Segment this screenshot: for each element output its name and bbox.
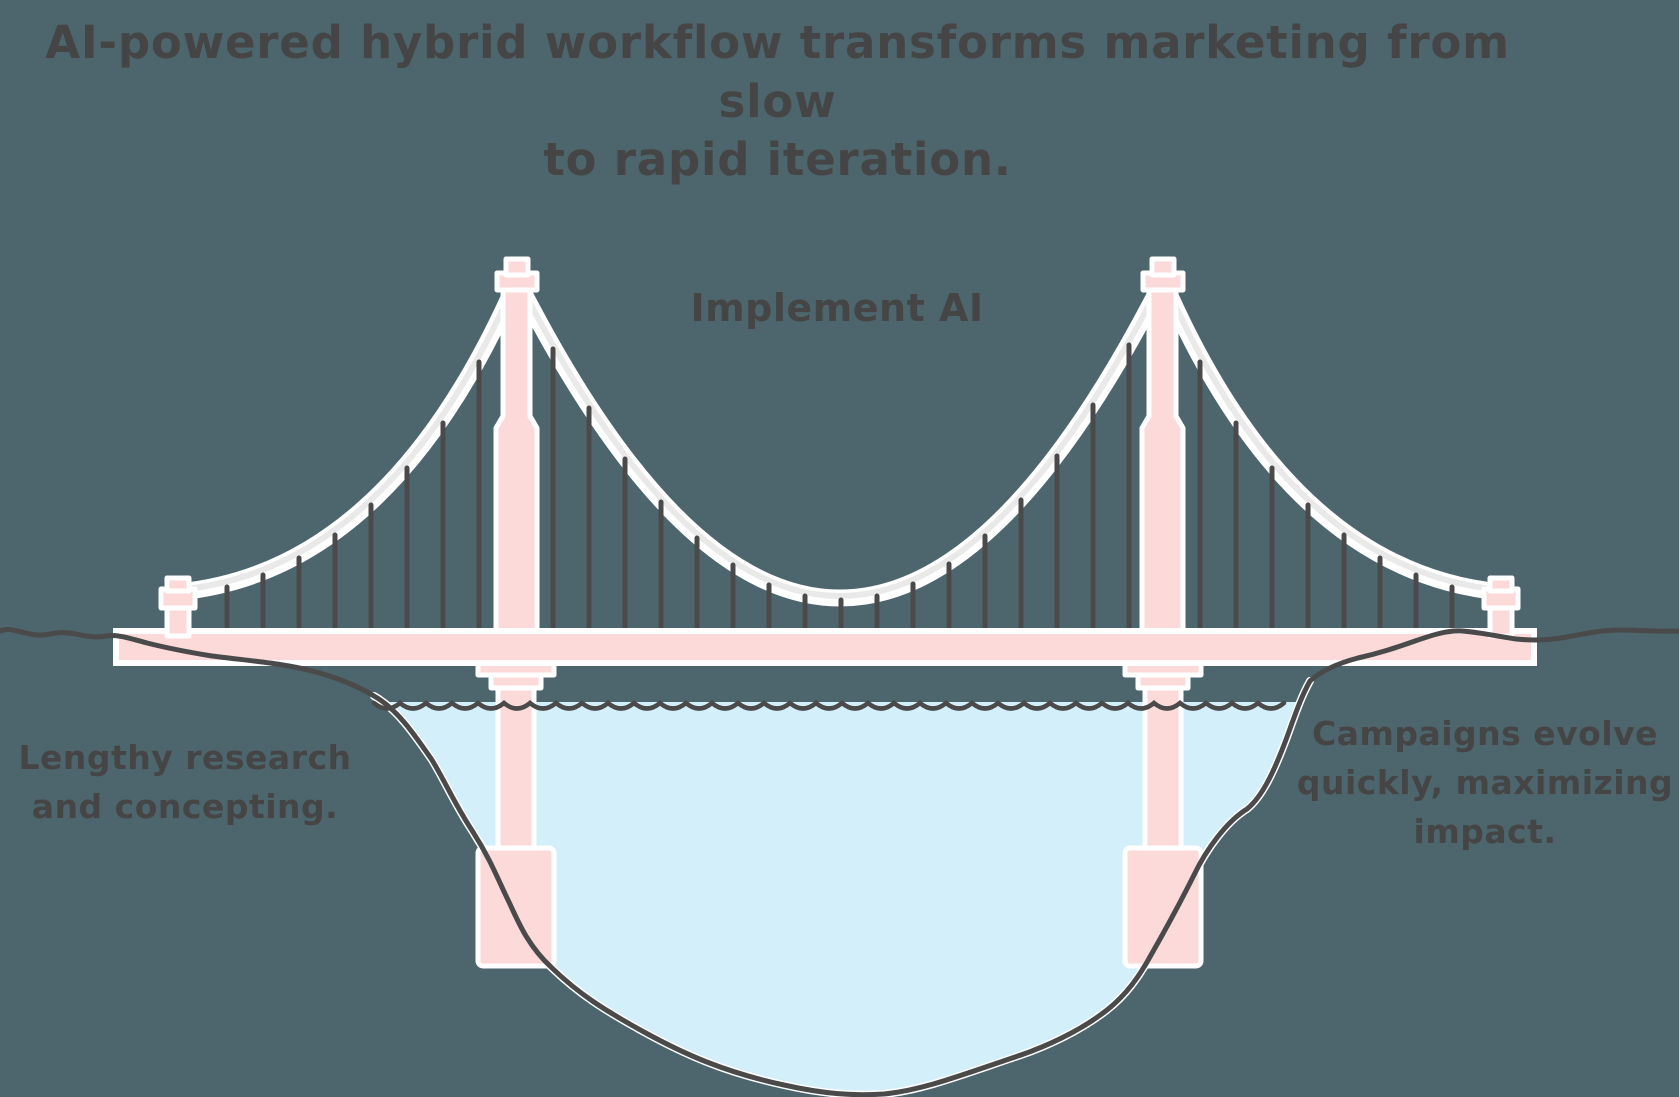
page-title: AI-powered hybrid workflow transforms ma…: [0, 14, 1555, 190]
left-caption: Lengthy research and concepting.: [0, 734, 370, 832]
bridge-deck: [113, 628, 1537, 666]
suspender-cables: [224, 342, 1455, 645]
right-anchor-pillar: [1481, 575, 1521, 639]
right-tower-body: [1139, 287, 1186, 645]
left-anchor-pillar: [158, 575, 198, 639]
left-tower-body: [493, 287, 540, 645]
water-surface-line: [371, 700, 1287, 711]
right-caption-line-2: quickly, maximizing: [1296, 762, 1674, 802]
right-pier-foundation: [1122, 845, 1204, 969]
right-caption-line-3: impact.: [1413, 811, 1557, 851]
left-caption-line-1: Lengthy research: [18, 738, 352, 777]
main-cable-core: [175, 270, 1504, 599]
right-tower: [1139, 256, 1186, 645]
terrain-outline: [0, 627, 1679, 1097]
right-pier: [1122, 657, 1204, 969]
left-tower-cap-tab: [503, 256, 531, 278]
left-anchor-cap-tab: [164, 575, 192, 594]
water-fill: [374, 681, 1310, 1095]
right-tower-cap-tab: [1149, 256, 1177, 278]
right-anchor-cap-tab: [1487, 575, 1515, 594]
page-title-line-1: AI-powered hybrid workflow transforms ma…: [45, 16, 1510, 128]
left-tower: [493, 256, 540, 645]
bridge-center-label: Implement AI: [690, 286, 984, 330]
right-caption: Campaigns evolve quickly, maximizing imp…: [1275, 710, 1679, 856]
left-pier-column: [495, 683, 537, 855]
right-pier-column: [1142, 683, 1184, 855]
page-title-line-2: to rapid iteration.: [543, 133, 1012, 186]
right-caption-line-1: Campaigns evolve: [1311, 714, 1659, 753]
left-caption-line-2: and concepting.: [31, 786, 339, 826]
